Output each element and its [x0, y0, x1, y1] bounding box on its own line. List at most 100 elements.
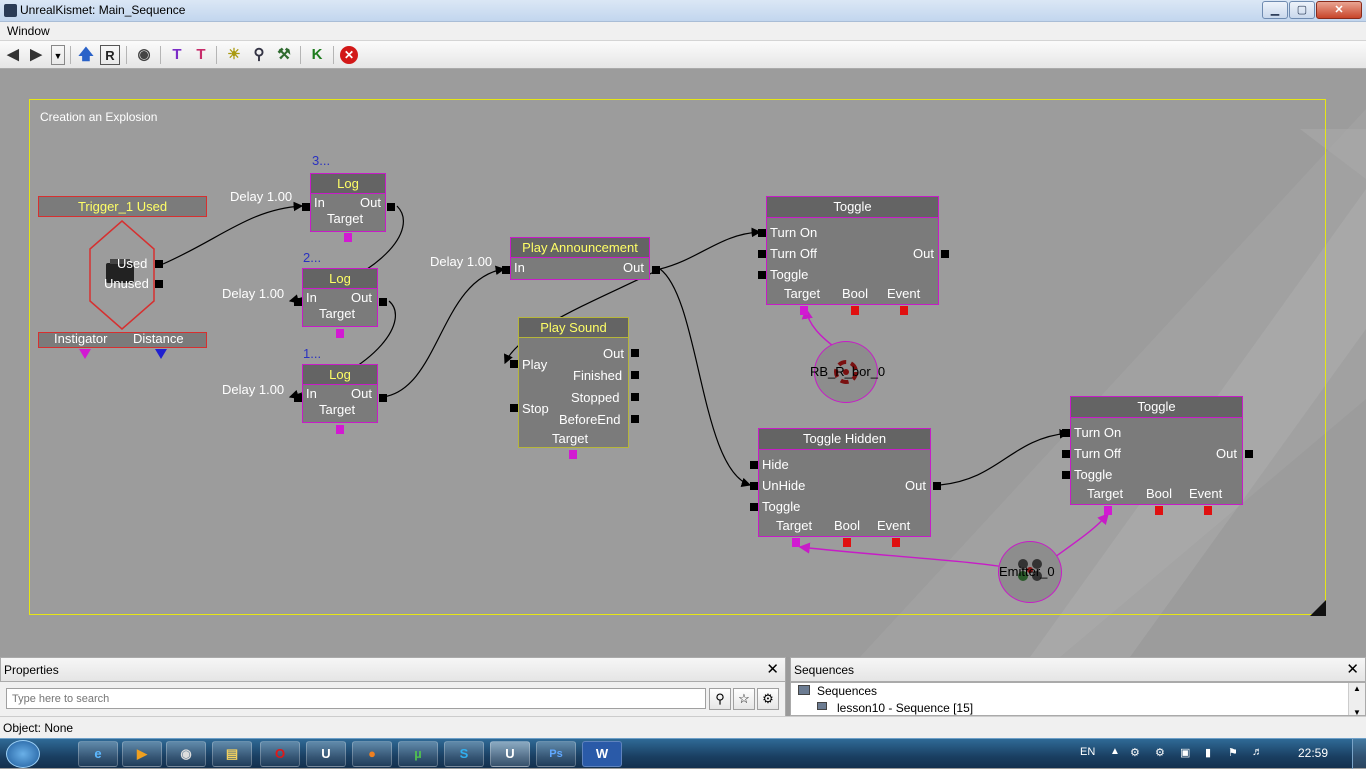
sequences-close-icon[interactable]: ✕ — [1346, 661, 1359, 678]
target-pin[interactable] — [800, 306, 808, 315]
target-pin[interactable] — [569, 450, 577, 459]
internet-explorer-icon[interactable]: e — [78, 741, 118, 767]
kismet-icon[interactable]: K — [311, 46, 323, 63]
in-pin[interactable] — [294, 394, 302, 402]
target-pin[interactable] — [792, 538, 800, 547]
resize-handle[interactable] — [1310, 600, 1326, 616]
properties-search-input[interactable] — [6, 688, 706, 709]
unreal-app-icon[interactable]: ◉ — [166, 741, 206, 767]
turn-on-pin[interactable] — [758, 229, 766, 237]
in-pin[interactable] — [302, 203, 310, 211]
tray-app-icon[interactable]: ⚙ — [1155, 747, 1165, 759]
finished-pin[interactable] — [631, 371, 639, 379]
clock[interactable]: 22:59 — [1298, 746, 1329, 760]
volume-icon[interactable]: ♬ — [1252, 746, 1263, 758]
turn-off-pin[interactable] — [1062, 450, 1070, 458]
rename-icon[interactable]: R — [100, 45, 120, 65]
stopped-pin[interactable] — [631, 393, 639, 401]
target-pin[interactable] — [336, 329, 344, 338]
maximize-button[interactable]: ▢ — [1289, 1, 1315, 19]
back-arrow-icon[interactable]: ◀ — [7, 46, 19, 63]
out-pin[interactable] — [652, 266, 660, 274]
play-sound-node[interactable]: Play Sound Play Stop Out Finished Stoppe… — [518, 317, 629, 448]
photoshop-icon[interactable]: Ps — [536, 741, 576, 767]
unreal-kismet-icon[interactable]: U — [490, 741, 530, 767]
before-end-pin[interactable] — [631, 415, 639, 423]
in-pin[interactable] — [294, 298, 302, 306]
hide-pin[interactable] — [750, 461, 758, 469]
unreal-editor-icon[interactable]: U — [306, 741, 346, 767]
bottom-align-icon[interactable]: T — [196, 46, 206, 63]
toggle-node[interactable]: Toggle Turn On Turn Off Toggle Out Targe… — [766, 196, 939, 305]
show-hidden-icons-icon[interactable]: ▲ — [1110, 746, 1120, 757]
stop-icon[interactable]: ✕ — [340, 46, 358, 64]
log-node[interactable]: Log In Out Target — [310, 173, 386, 232]
play-pin[interactable] — [510, 360, 518, 368]
target-pin[interactable] — [336, 425, 344, 434]
out-pin[interactable] — [1245, 450, 1253, 458]
star-icon[interactable]: ☆ — [733, 688, 755, 710]
toggle-hidden-node[interactable]: Toggle Hidden Hide UnHide Toggle Out Tar… — [758, 428, 931, 537]
turn-off-pin[interactable] — [758, 250, 766, 258]
action-center-icon[interactable]: ⚑ — [1228, 747, 1238, 759]
kismet-canvas[interactable]: Creation an Explosion Delay 1.00 Delay 1… — [0, 69, 1366, 657]
event-pin[interactable] — [1204, 506, 1212, 515]
firefox-icon[interactable]: ● — [352, 741, 392, 767]
bulb-icon[interactable]: ☀ — [227, 46, 241, 63]
emitter-variable-node[interactable] — [998, 541, 1062, 603]
instigator-pin[interactable] — [79, 349, 91, 359]
eye-icon[interactable]: ◉ — [137, 46, 151, 63]
distance-pin[interactable] — [155, 349, 167, 359]
sequence-comment-box[interactable] — [29, 99, 1326, 615]
explorer-icon[interactable]: ▤ — [212, 741, 252, 767]
out-pin[interactable] — [387, 203, 395, 211]
menu-window[interactable]: Window — [7, 24, 50, 38]
used-output-pin[interactable] — [155, 260, 163, 268]
wrench-icon[interactable]: ⚙ — [757, 688, 779, 710]
dropdown-icon[interactable]: ▼ — [51, 45, 65, 65]
toggle-node[interactable]: Toggle Turn On Turn Off Toggle Out Targe… — [1070, 396, 1243, 505]
skype-icon[interactable]: S — [444, 741, 484, 767]
unused-output-pin[interactable] — [155, 280, 163, 288]
search-icon[interactable]: ⚲ — [709, 688, 731, 710]
forward-arrow-icon[interactable]: ▶ — [30, 46, 42, 63]
out-pin[interactable] — [379, 298, 387, 306]
out-pin[interactable] — [933, 482, 941, 490]
event-pin[interactable] — [900, 306, 908, 315]
event-pin[interactable] — [892, 538, 900, 547]
stop-pin[interactable] — [510, 404, 518, 412]
play-announcement-node[interactable]: Play Announcement In Out — [510, 237, 650, 280]
bool-pin[interactable] — [1155, 506, 1163, 515]
parent-sequence-icon[interactable]: 🡅 — [78, 46, 94, 63]
target-pin[interactable] — [344, 233, 352, 242]
log-node[interactable]: Log In Out Target — [302, 268, 378, 327]
rb-variable-node[interactable] — [814, 341, 878, 403]
language-indicator[interactable]: EN — [1080, 746, 1096, 758]
show-desktop-button[interactable] — [1352, 739, 1366, 769]
out-pin[interactable] — [631, 349, 639, 357]
start-orb[interactable] — [6, 740, 40, 768]
tray-app-icon[interactable]: ⚙ — [1130, 747, 1140, 759]
properties-close-icon[interactable]: ✕ — [766, 661, 779, 678]
sequence-tree-child[interactable]: lesson10 - Sequence [15] — [837, 701, 974, 715]
media-player-icon[interactable]: ▶ — [122, 741, 162, 767]
log-node[interactable]: Log In Out Target — [302, 364, 378, 423]
tray-device-icon[interactable]: ▣ — [1180, 747, 1191, 759]
find-icon[interactable]: ⚲ — [253, 46, 265, 63]
utorrent-icon[interactable]: µ — [398, 741, 438, 767]
in-pin[interactable] — [502, 266, 510, 274]
close-button[interactable]: ✕ — [1316, 1, 1362, 19]
out-pin[interactable] — [379, 394, 387, 402]
toggle-input-pin[interactable] — [750, 503, 758, 511]
turn-on-pin[interactable] — [1062, 429, 1070, 437]
bool-pin[interactable] — [843, 538, 851, 547]
out-pin[interactable] — [941, 250, 949, 258]
sequence-tree-root[interactable]: Sequences — [817, 684, 878, 698]
toggle-input-pin[interactable] — [758, 271, 766, 279]
sequences-scrollbar[interactable]: ▲▼ — [1348, 683, 1365, 717]
word-icon[interactable]: W — [582, 741, 622, 767]
target-pin[interactable] — [1104, 506, 1112, 515]
unhide-pin[interactable] — [750, 482, 758, 490]
bool-pin[interactable] — [851, 306, 859, 315]
toggle-input-pin[interactable] — [1062, 471, 1070, 479]
